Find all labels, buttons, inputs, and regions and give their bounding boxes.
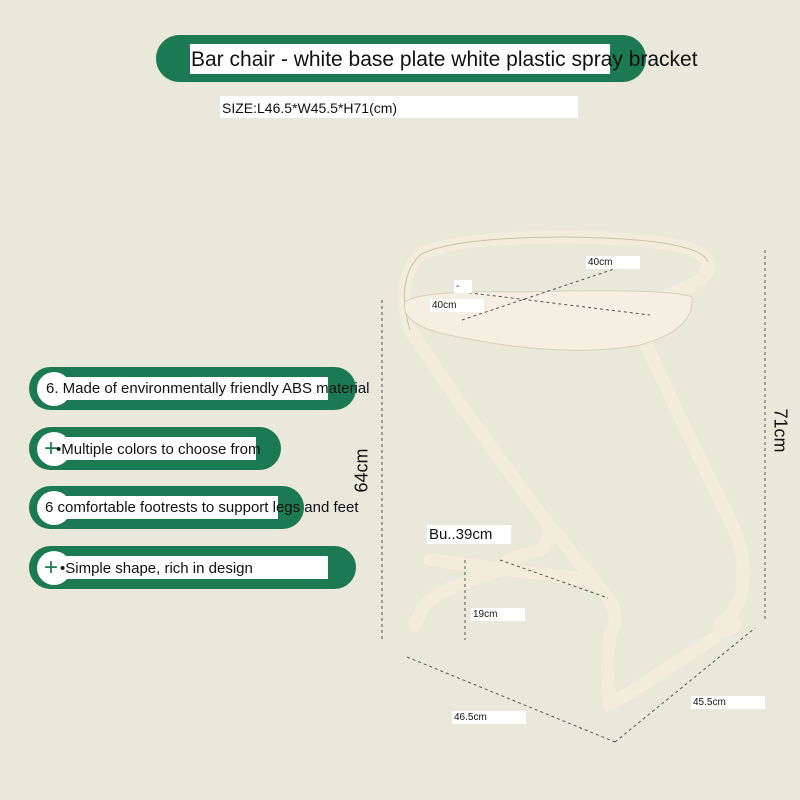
feature-backdrop <box>60 437 256 460</box>
feature-2: •Multiple colors to choose from <box>56 441 261 458</box>
seat-height-label: 64cm <box>351 448 372 493</box>
size-text: SIZE:L46.5*W45.5*H71(cm) <box>222 100 398 116</box>
feature-3: 6 comfortable footrests to support legs … <box>45 499 359 516</box>
feature-backdrop <box>60 496 278 519</box>
length-label: 46.5cm <box>452 711 526 724</box>
seat-depth-label: 40cm <box>430 299 484 312</box>
feature-1: 6. Made of environmentally friendly ABS … <box>46 380 370 397</box>
total-height-label: 71cm <box>770 408 791 453</box>
feature-4: •Simple shape, rich in design <box>60 560 253 577</box>
footrest-height-label: 19cm <box>471 608 525 621</box>
feature-backdrop <box>60 556 328 579</box>
dash-label: - <box>454 280 472 293</box>
seat-width-label: 40cm <box>586 256 640 269</box>
feature-backdrop <box>60 377 328 400</box>
title-backdrop <box>190 44 610 74</box>
footrest-width-label: Bu..39cm <box>427 525 511 544</box>
plus-icon: + <box>44 554 59 581</box>
size-backdrop <box>220 96 578 118</box>
plus-icon: + <box>44 435 59 462</box>
product-title: Bar chair - white base plate white plast… <box>191 48 698 71</box>
width-label: 45.5cm <box>691 696 765 709</box>
